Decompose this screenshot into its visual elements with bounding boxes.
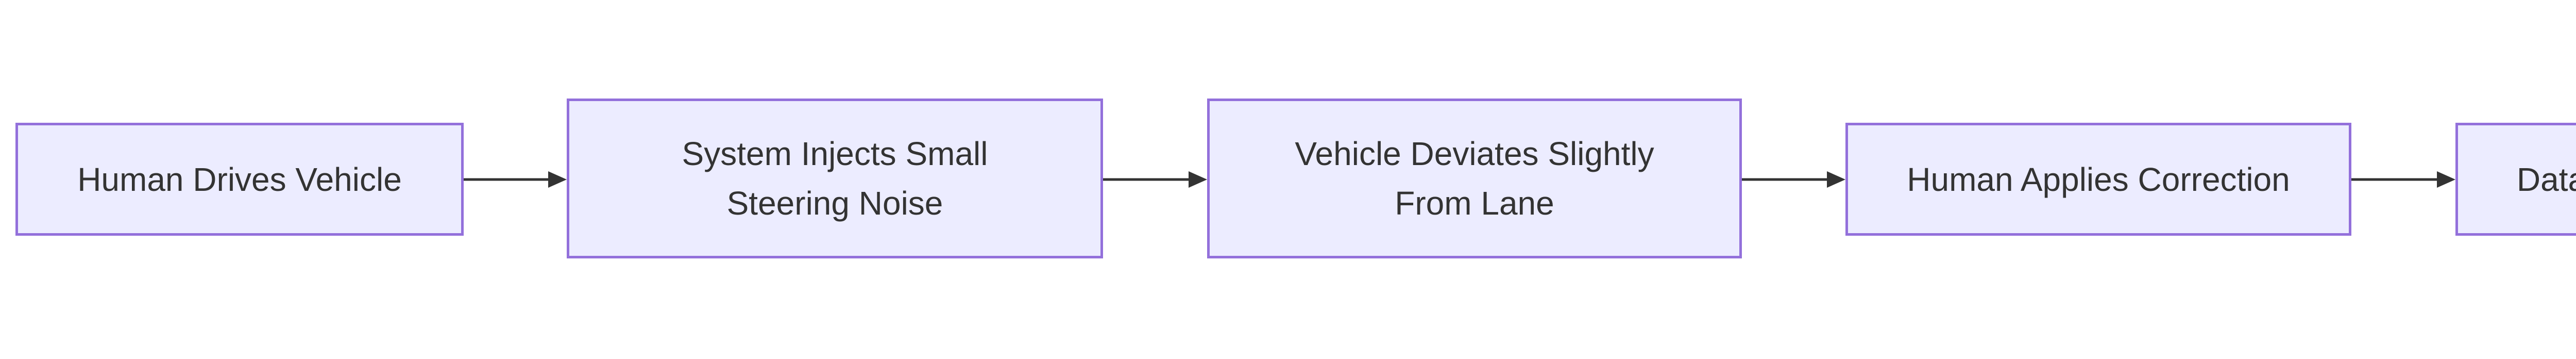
node-dataset-saves: Dataset Saves: [2455, 123, 2576, 236]
node-system-injects-noise: System Injects Small Steering Noise: [567, 99, 1103, 258]
node-label-line: System Injects Small: [682, 135, 988, 172]
node-label: Human Applies Correction: [1907, 160, 2290, 198]
arrowhead-icon: [1827, 171, 1845, 188]
arrowhead-icon: [2437, 171, 2455, 188]
node-label-line: Steering Noise: [726, 185, 943, 222]
node-vehicle-deviates: Vehicle Deviates Slightly From Lane: [1207, 99, 1742, 258]
node-human-applies-correction: Human Applies Correction: [1845, 123, 2351, 236]
arrowhead-icon: [548, 171, 567, 188]
node-label: Human Drives Vehicle: [77, 160, 402, 198]
node-human-drives-vehicle: Human Drives Vehicle: [15, 123, 464, 236]
node-label: Dataset Saves: [2516, 160, 2576, 198]
node-label-line: From Lane: [1395, 185, 1554, 222]
arrowhead-icon: [1189, 171, 1207, 188]
node-label-line: Vehicle Deviates Slightly: [1295, 135, 1654, 172]
